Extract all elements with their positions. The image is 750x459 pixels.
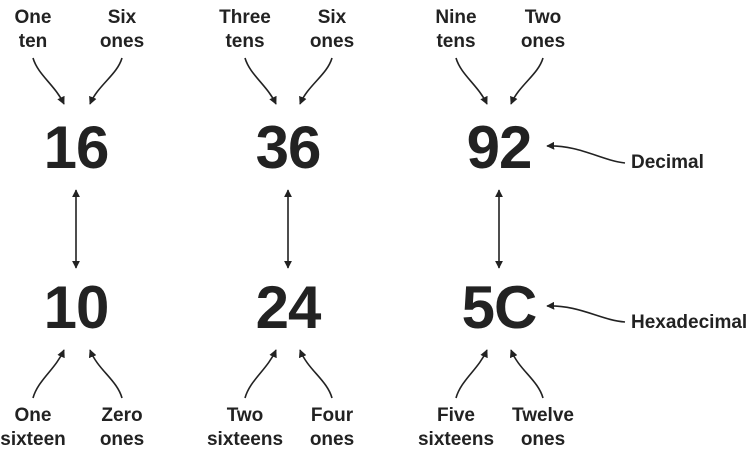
label-hexadecimal: Hexadecimal xyxy=(631,312,748,333)
arrow-col2-bottom-right xyxy=(298,349,333,399)
arrow-col3-bottom-right xyxy=(509,349,544,399)
arrow-col2-top-left xyxy=(244,57,277,105)
decimal-number-col2: 36 xyxy=(255,114,322,181)
label-decimal: Decimal xyxy=(631,152,704,173)
arrow-col3-bottom-left xyxy=(455,349,488,399)
hex-number-col1: 10 xyxy=(43,274,110,341)
arrow-col1-top-right xyxy=(89,57,123,105)
arrow-col1-top-left xyxy=(32,57,65,105)
hex-number-col3: 5C xyxy=(461,274,538,341)
arrow-decimal-pointer xyxy=(546,141,626,164)
decimal-number-col1: 16 xyxy=(43,114,110,181)
arrow-hex-pointer xyxy=(546,301,626,323)
decimal-number-col3: 92 xyxy=(466,114,533,181)
arrow-col1-bottom-right xyxy=(88,349,123,399)
arrow-col3-top-left xyxy=(455,57,488,105)
arrow-col2-bottom-left xyxy=(244,349,277,399)
hex-number-col2: 24 xyxy=(255,274,322,341)
arrow-col3-top-right xyxy=(510,57,544,105)
arrow-col1-bottom-left xyxy=(32,349,65,399)
arrow-col2-top-right xyxy=(299,57,333,105)
